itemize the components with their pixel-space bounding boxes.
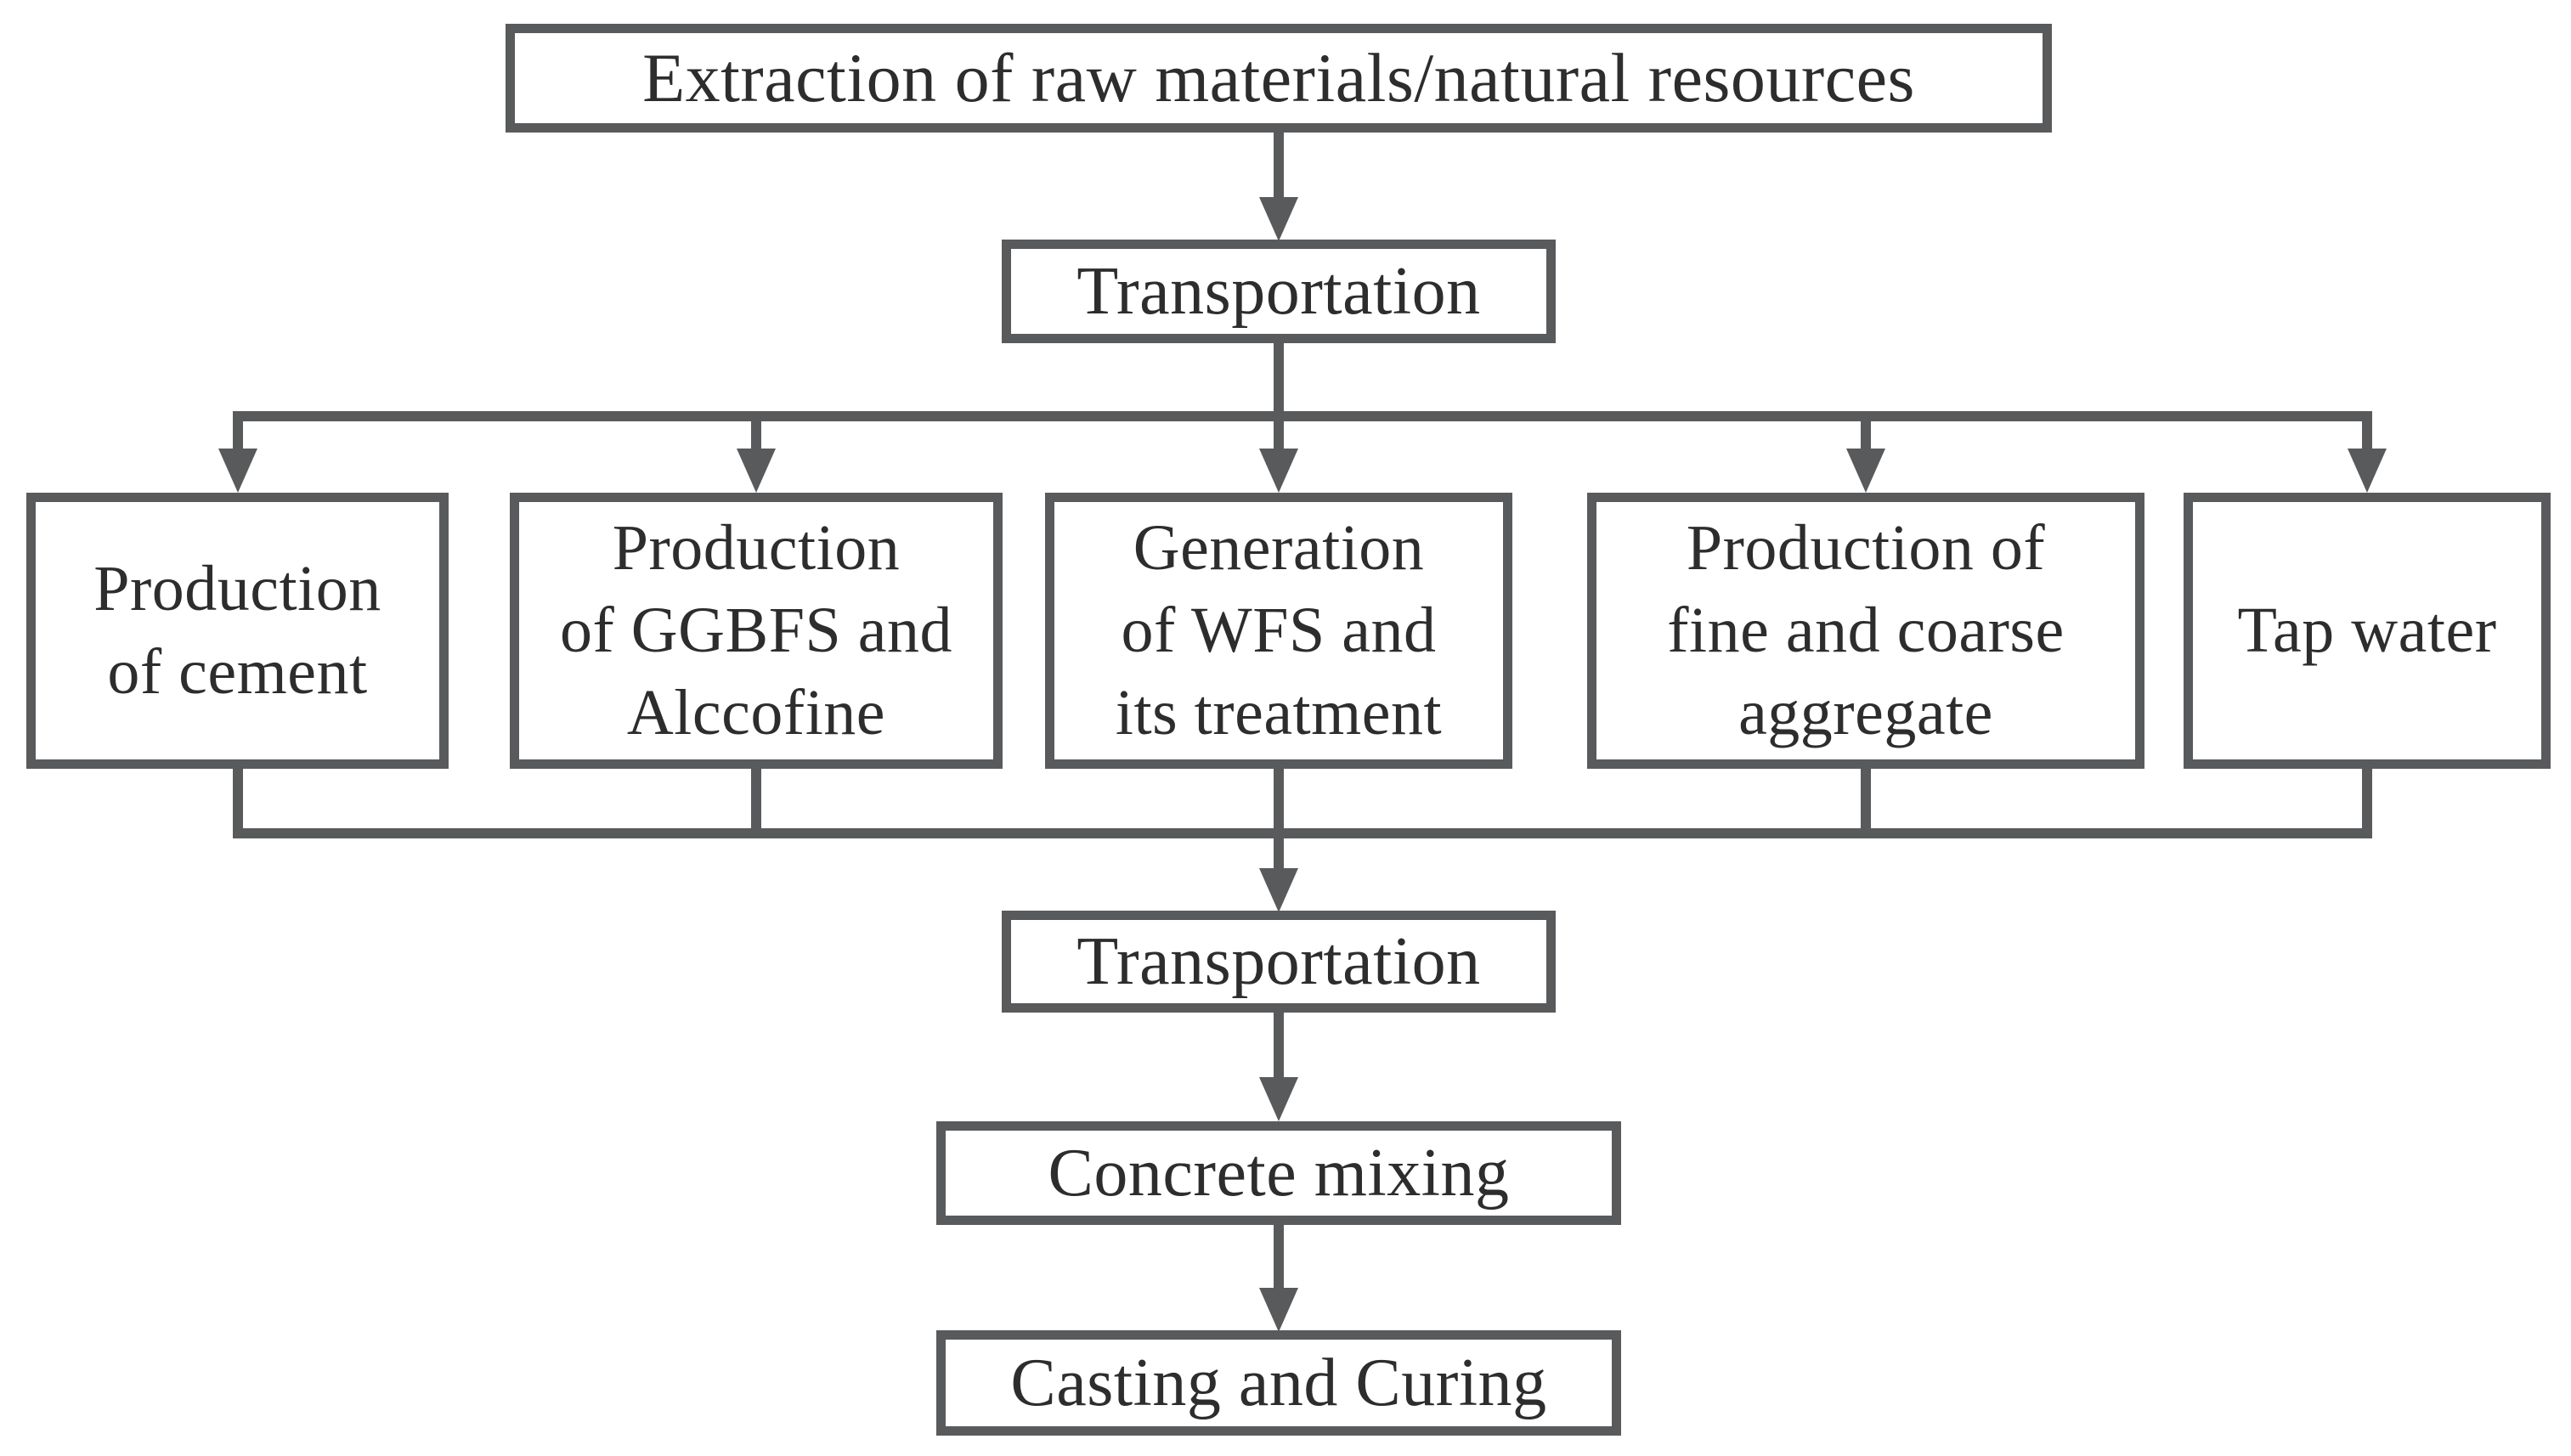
edge-branch-wfs-line	[1274, 421, 1284, 449]
arrow-down-icon	[1259, 1288, 1298, 1332]
node-tap-water-label: Tap water	[2237, 594, 2497, 666]
branch-horizontal-line	[233, 411, 2372, 421]
arrow-down-icon	[1846, 449, 1885, 493]
node-transportation-bottom-label: Transportation	[1076, 923, 1481, 999]
edge-extraction-transportation-line	[1274, 133, 1284, 199]
node-concrete-mixing: Concrete mixing	[936, 1121, 1621, 1225]
node-transportation-bottom: Transportation	[1002, 911, 1556, 1013]
edge-branch-aggregate-line	[1861, 421, 1871, 449]
node-casting-curing: Casting and Curing	[936, 1330, 1621, 1436]
node-production-aggregate-label: Production of fine and coarse aggregate	[1667, 511, 2065, 749]
edge-transportation-branch-line	[1274, 343, 1284, 411]
node-production-ggbfs-label: Production of GGBFS and Alccofine	[559, 511, 953, 749]
edge-concrete-casting-line	[1274, 1225, 1284, 1288]
edge-branch-cement-line	[233, 421, 243, 449]
edge-collector-transportation-line	[1274, 838, 1284, 868]
node-generation-wfs-label: Generation of WFS and its treatment	[1115, 511, 1443, 749]
edge-branch-tapwater-line	[2362, 421, 2372, 449]
node-production-cement-label: Production of cement	[93, 553, 381, 708]
collector-horizontal-line	[233, 828, 2372, 838]
arrow-down-icon	[218, 449, 257, 493]
node-transportation-top-label: Transportation	[1076, 253, 1481, 329]
node-transportation-top: Transportation	[1002, 240, 1556, 343]
node-casting-curing-label: Casting and Curing	[1010, 1345, 1547, 1420]
node-production-ggbfs: Production of GGBFS and Alccofine	[510, 493, 1003, 769]
edge-tapwater-collector-line	[2362, 769, 2372, 828]
node-extraction: Extraction of raw materials/natural reso…	[506, 24, 2052, 133]
node-extraction-label: Extraction of raw materials/natural reso…	[642, 38, 1915, 116]
edge-branch-ggbfs-line	[751, 421, 761, 449]
arrow-down-icon	[2348, 449, 2387, 493]
arrow-down-icon	[737, 449, 776, 493]
node-production-cement: Production of cement	[26, 493, 449, 769]
edge-transportation-concrete-line	[1274, 1013, 1284, 1077]
edge-wfs-collector-line	[1274, 769, 1284, 828]
arrow-down-icon	[1259, 197, 1298, 241]
node-tap-water: Tap water	[2184, 493, 2551, 769]
arrow-down-icon	[1259, 868, 1298, 912]
arrow-down-icon	[1259, 449, 1298, 493]
node-production-aggregate: Production of fine and coarse aggregate	[1587, 493, 2144, 769]
node-concrete-mixing-label: Concrete mixing	[1048, 1135, 1510, 1211]
edge-cement-collector-line	[233, 769, 243, 828]
arrow-down-icon	[1259, 1077, 1298, 1121]
edge-ggbfs-collector-line	[751, 769, 761, 828]
edge-aggregate-collector-line	[1861, 769, 1871, 828]
node-generation-wfs: Generation of WFS and its treatment	[1045, 493, 1512, 769]
